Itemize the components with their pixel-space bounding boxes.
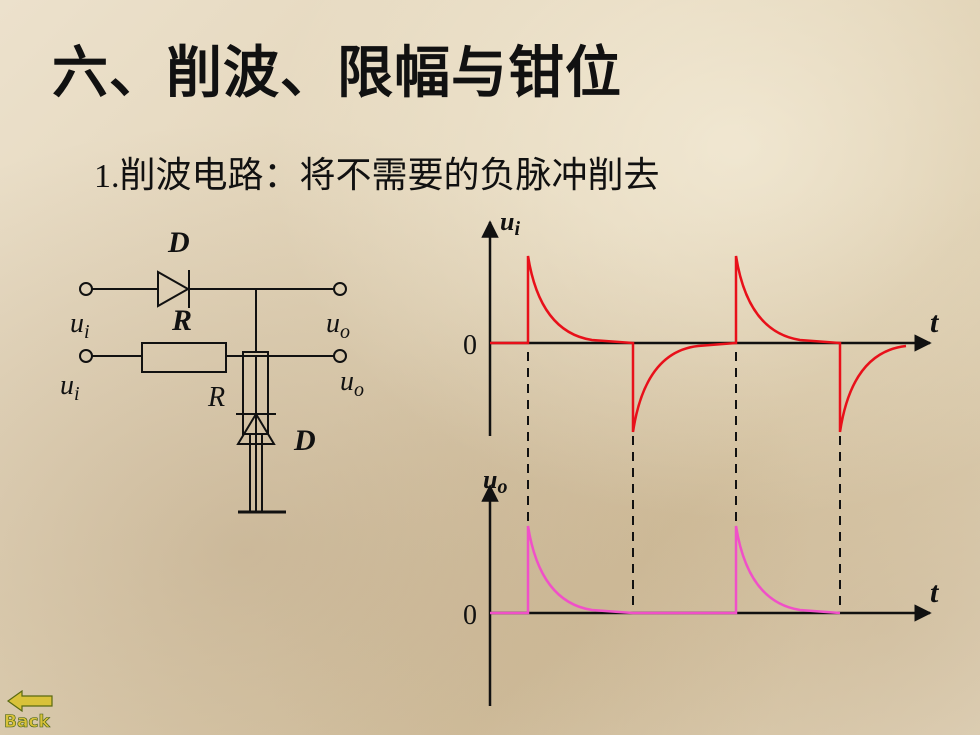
input-waveform-graph: ui t 0 (463, 207, 940, 436)
input-terminal-top (79, 282, 93, 296)
shunt-diode-label: D (293, 424, 316, 457)
subtitle: 1.削波电路：将不需要的负脉冲削去 (94, 146, 660, 198)
series-clipper-circuit (79, 270, 347, 352)
series-diode-symbol (157, 270, 191, 308)
input-waveform (490, 255, 907, 433)
shunt-input-label: ui (60, 370, 80, 405)
series-output-label: uo (326, 308, 350, 343)
shunt-diode-symbol (236, 412, 276, 445)
output-origin-label: 0 (463, 600, 477, 631)
subtitle-number: 1. (94, 158, 120, 195)
input-terminal-bottom (79, 349, 93, 363)
series-diode-label: D (167, 226, 190, 259)
series-input-label: ui (70, 308, 90, 343)
back-button[interactable]: Back (4, 690, 60, 732)
slide-title: 六、削波、限幅与钳位 (52, 41, 622, 106)
output-y-label: uo (483, 465, 507, 498)
output-waveform-graph: uo t 0 (463, 465, 940, 706)
input-origin-label: 0 (463, 330, 477, 361)
series-resistor-symbol (141, 342, 227, 373)
output-x-label: t (930, 576, 940, 609)
input-x-label: t (930, 306, 940, 339)
shunt-clipper-circuit (79, 342, 347, 514)
shunt-resistor-label: R (207, 382, 225, 413)
back-label: Back (4, 712, 50, 733)
output-waveform (490, 525, 841, 615)
timing-guides (527, 352, 841, 612)
series-resistor-label: R (171, 304, 192, 337)
subtitle-text: 削波电路：将不需要的负脉冲削去 (119, 155, 660, 196)
back-arrow-icon (6, 690, 53, 712)
input-y-label: ui (500, 207, 520, 240)
shunt-output-label: uo (340, 366, 364, 401)
output-terminal-top (333, 282, 347, 296)
output-terminal-bottom (333, 349, 347, 363)
